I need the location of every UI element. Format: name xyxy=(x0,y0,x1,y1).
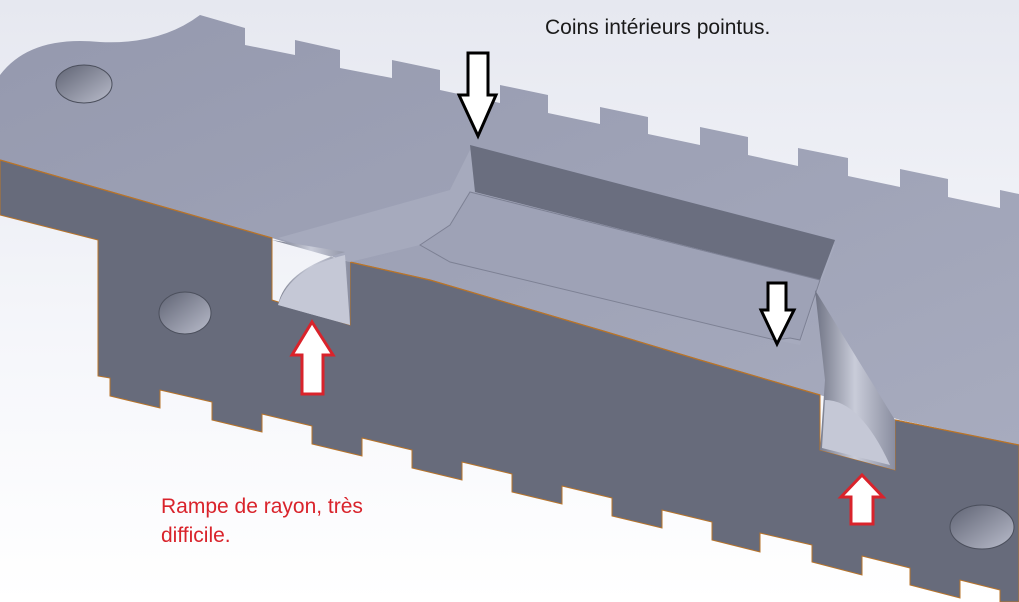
pocket-back-wall xyxy=(470,145,835,280)
hole-front-left xyxy=(158,291,212,335)
front-top-edge xyxy=(0,159,1019,446)
hole-front-right xyxy=(949,504,1015,550)
arrow-up-icon xyxy=(837,472,887,526)
arrow-up-icon xyxy=(289,319,336,396)
part-front-face xyxy=(0,159,1019,602)
left-ramp-floor xyxy=(278,255,350,325)
radius-ramp-label: Rampe de rayon, très difficile. xyxy=(161,495,363,547)
hole-top-left xyxy=(55,64,113,104)
pocket-ledge xyxy=(419,191,821,341)
arrow-down-icon xyxy=(456,51,499,140)
sharp-corners-label: Coins intérieurs pointus. xyxy=(545,16,771,39)
right-ramp-floor xyxy=(822,400,890,465)
arrow-down-icon xyxy=(758,281,797,348)
